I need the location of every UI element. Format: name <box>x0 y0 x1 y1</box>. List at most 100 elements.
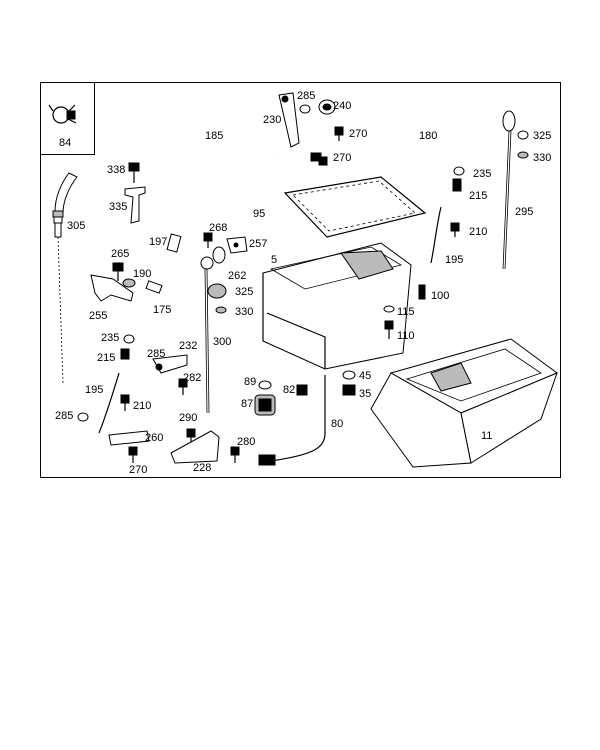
label-190: 190 <box>133 268 151 280</box>
part-325-cap <box>207 283 227 299</box>
part-180-pipe <box>272 137 485 170</box>
label-270-mid: 270 <box>333 152 351 164</box>
part-295-dipstick-right <box>502 110 516 270</box>
part-215-connector-left <box>120 348 130 360</box>
label-195-left: 195 <box>85 384 103 396</box>
part-262-grommet <box>212 246 226 264</box>
part-45-seal <box>342 370 356 380</box>
part-110-bolt <box>384 320 394 339</box>
label-115: 115 <box>397 306 415 318</box>
label-282: 282 <box>183 372 201 384</box>
label-210-right: 210 <box>469 226 487 238</box>
part-230-bracket <box>278 92 300 148</box>
label-230: 230 <box>263 114 281 126</box>
label-232: 232 <box>179 340 197 352</box>
label-280: 280 <box>237 436 255 448</box>
part-285-washer-top <box>299 104 311 114</box>
part-280-bolt <box>230 446 240 463</box>
label-100: 100 <box>431 290 449 302</box>
part-195-pipe-right <box>430 206 442 264</box>
label-110: 110 <box>397 330 415 342</box>
inset-box-84 <box>41 83 95 155</box>
label-11: 11 <box>481 430 492 442</box>
part-240-grommet <box>318 99 336 115</box>
part-255-bracket <box>90 274 134 302</box>
part-175-tube <box>140 262 164 324</box>
label-235-right: 235 <box>473 168 491 180</box>
label-305: 305 <box>67 220 85 232</box>
part-235-nut-left <box>123 334 135 344</box>
label-240: 240 <box>333 100 351 112</box>
part-82-plug <box>296 384 308 396</box>
label-89: 89 <box>244 376 256 388</box>
label-300: 300 <box>213 336 231 348</box>
label-270-top: 270 <box>349 128 367 140</box>
parts-drawing: 84 305 338 335 185 197 268 257 265 190 2… <box>48 90 559 476</box>
part-89-ring <box>258 380 272 390</box>
label-338: 338 <box>107 164 125 176</box>
label-197: 197 <box>149 236 167 248</box>
label-262: 262 <box>228 270 246 282</box>
part-325-cap-right <box>517 130 529 140</box>
part-235-nut-right <box>453 166 465 176</box>
label-82: 82 <box>283 384 295 396</box>
part-210-bolt-right <box>450 222 460 237</box>
parts-diagram-frame: 84 305 338 335 185 197 268 257 265 190 2… <box>40 82 561 478</box>
label-87: 87 <box>241 398 253 410</box>
part-257-bracket <box>226 236 248 254</box>
part-5-oil-pan-upper <box>262 242 412 370</box>
part-84-clamp <box>48 104 77 124</box>
label-84: 84 <box>59 137 71 149</box>
part-11-oil-pan-lower <box>370 338 559 468</box>
label-335: 335 <box>109 201 127 213</box>
part-190-seal <box>122 278 136 288</box>
label-325-left: 325 <box>235 286 253 298</box>
label-265: 265 <box>111 248 129 260</box>
label-285-top: 285 <box>297 90 315 102</box>
label-285-left: 285 <box>55 410 73 422</box>
part-95-gasket <box>283 176 427 238</box>
part-268-bolt <box>203 232 213 248</box>
label-290: 290 <box>179 412 197 424</box>
part-115-washer <box>383 305 395 313</box>
label-330-right: 330 <box>533 152 551 164</box>
label-330-left: 330 <box>235 306 253 318</box>
label-325-right: 325 <box>533 130 551 142</box>
label-295: 295 <box>515 206 533 218</box>
part-330-washer-right <box>517 151 529 159</box>
label-185: 185 <box>205 130 223 142</box>
part-305-dipstick-guide <box>52 172 78 384</box>
part-228-bracket <box>170 430 220 464</box>
part-300-dipstick <box>200 256 214 414</box>
label-35: 35 <box>359 388 371 400</box>
part-282-bolt <box>178 378 188 395</box>
part-270-bolt-mid <box>318 156 328 166</box>
label-270-bottom: 270 <box>129 464 147 476</box>
part-215-connector-right <box>452 178 462 192</box>
label-195-right: 195 <box>445 254 463 266</box>
part-80-sensor-cable <box>258 375 326 466</box>
label-235-left: 235 <box>101 332 119 344</box>
label-180: 180 <box>419 130 437 142</box>
part-87-sensor <box>254 394 276 416</box>
part-270-bolt-bottom <box>128 446 138 463</box>
label-257: 257 <box>249 238 267 250</box>
label-215-left: 215 <box>97 352 115 364</box>
label-80: 80 <box>331 418 343 430</box>
part-35-plug <box>342 384 356 396</box>
part-197-sleeve <box>166 233 182 253</box>
part-285-washer-left <box>77 412 89 422</box>
part-100-stud <box>418 284 426 300</box>
part-285-bracket-center <box>152 354 188 374</box>
part-338-bolt <box>128 162 140 183</box>
part-195-pipe-left <box>98 372 120 434</box>
label-175: 175 <box>153 304 171 316</box>
label-268: 268 <box>209 222 227 234</box>
label-5: 5 <box>271 254 277 266</box>
part-210-bolt-left <box>120 394 130 411</box>
label-228: 228 <box>193 462 211 474</box>
label-215-right: 215 <box>469 190 487 202</box>
part-185-pipe <box>130 97 201 322</box>
part-265-bolt <box>112 262 124 281</box>
part-270-bolt-top <box>334 126 344 141</box>
